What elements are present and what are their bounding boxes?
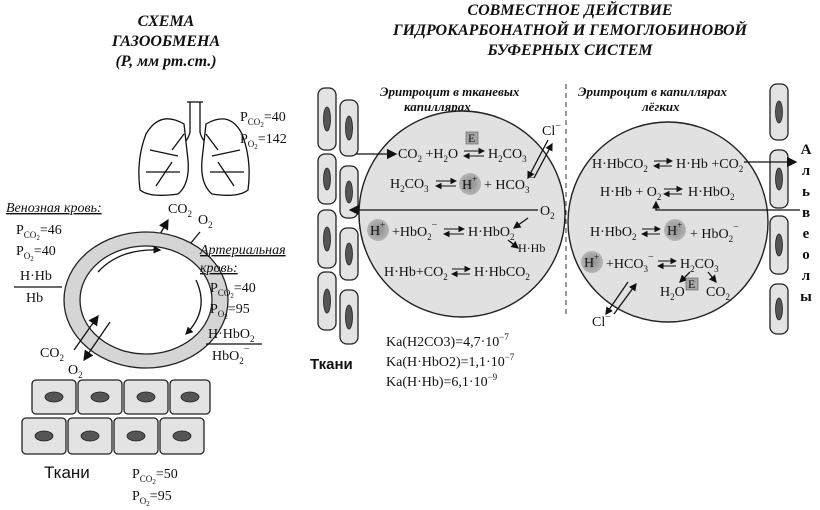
tissue-erythrocyte (358, 110, 566, 318)
proton-spot-1 (459, 173, 481, 195)
eq-l1-product: H·Hb +CO2 (676, 157, 743, 174)
ka-h2co3: Ka(H2CO3)=4,7·10−7 (386, 332, 509, 350)
alveoli-vertical-label: А л ь в е о л ы (800, 142, 812, 305)
arterial-pco2: PCO2=40 (210, 281, 256, 300)
venous-hhb: H·Hb (20, 269, 52, 284)
co2-product: CO2 (706, 285, 730, 302)
venous-pco2: PCO2=46 (16, 223, 62, 242)
proton-spot-2 (367, 219, 389, 241)
svg-text:в: в (802, 205, 810, 221)
svg-text:о: о (802, 247, 810, 263)
eq-t4: H·Hb+CO2 (384, 265, 448, 282)
lungs-pco2: PCO2=40 (240, 110, 286, 129)
cl-tissue: Cl− (542, 121, 561, 139)
left-title-line1: СХЕМА (138, 13, 195, 30)
enzyme-label-2: E (688, 277, 695, 291)
eq-l3-product: + HbO2− (690, 222, 739, 244)
svg-text:е: е (803, 226, 810, 242)
tissue-eryth-label-1: Эритроцит в тканевых (380, 84, 520, 99)
left-title-line3: (Р, мм рт.ст.) (115, 53, 216, 70)
eq-arrows-l3 (640, 225, 662, 238)
proton-spot-3 (664, 219, 686, 241)
right-title-line2: ГИДРОКАРБОНАТНОЙ И ГЕМОГЛОБИНОВОЙ (392, 20, 748, 39)
left-title-line2: ГАЗООБМЕНА (111, 33, 221, 50)
eq-arrows-l4 (656, 257, 678, 270)
eq-t1: CO2 +H2O (398, 147, 458, 164)
eq-l2-product: H·HbO2 (688, 185, 735, 202)
tissues-pco2: PCO2=50 (132, 467, 178, 486)
eq-t2: H2CO3 (390, 177, 429, 194)
tissue-cells-grid (21, 379, 211, 455)
co2-in-arrow (73, 314, 99, 351)
eq-t3-product: H·HbO2 (468, 225, 515, 242)
proton-spot-4 (581, 251, 603, 273)
o2-out-arrow (83, 321, 111, 362)
eq-arrows-3 (442, 225, 466, 238)
svg-text:А: А (801, 142, 812, 158)
o2-split-arrow (512, 217, 529, 229)
blood-vessel-ring (63, 231, 229, 369)
cl-in-arrow (527, 139, 549, 180)
arterial-hhbo2: H·HbO2 (208, 327, 255, 344)
arterial-label-1: Артериальная (199, 243, 286, 258)
eq-l1: H·HbCO2 (592, 157, 648, 174)
lungs-po2: PO2=142 (240, 132, 287, 151)
enzyme-box-2 (685, 277, 699, 291)
right-title-line1: СОВМЕСТНОЕ ДЕЙСТВИЕ (467, 0, 672, 19)
cl-lung: Cl− (592, 312, 611, 330)
eq-arrows-l2 (662, 185, 684, 198)
arterial-label-2: кровь: (200, 261, 238, 276)
venous-hb: Hb (26, 291, 43, 306)
ka-hhbo2: Ka(H·HbO2)=1,1·10−7 (386, 352, 515, 370)
svg-text:ь: ь (802, 184, 810, 200)
venous-po2: PO2=40 (16, 244, 56, 263)
o2-to-tissues-label: O2 (68, 363, 83, 380)
svg-text:ы: ы (800, 289, 812, 305)
bicarb-out-arrow (533, 142, 553, 179)
eq-l4-product: H2CO3 (680, 257, 719, 274)
eq-t1-product: H2CO3 (488, 147, 527, 164)
enzyme-box-1 (465, 131, 479, 145)
tissues-po2: PO2=95 (132, 489, 172, 508)
eq-t4-product: H·HbCO2 (474, 265, 530, 282)
lungs-icon (138, 101, 250, 196)
alveoli-cells (769, 83, 789, 335)
ka-hhb: Ka(H·Hb)=6,1·10−9 (386, 372, 498, 390)
lung-eryth-label-2: лёгких (641, 99, 680, 114)
eq-arrows-l1 (652, 157, 674, 170)
h2o-split-arrow (679, 271, 691, 283)
o2-from-lungs-label: O2 (198, 213, 213, 230)
tissue-eryth-label-2: капиллярах (404, 99, 471, 114)
eq-l2: H·Hb + O2 (600, 185, 661, 202)
lung-eryth-label-1: Эритроцит в капиллярах (578, 84, 727, 99)
eq-arrows-2 (434, 177, 458, 190)
enzyme-label-1: E (468, 131, 475, 145)
arterial-hbo2: HbO2− (212, 344, 250, 366)
right-tissues-label: Ткани (310, 356, 353, 373)
co2-from-tissues-label: CO2 (40, 346, 64, 363)
eq-l3: H·HbO2 (590, 225, 637, 242)
eq-l4: +HCO3− (606, 252, 654, 274)
venous-label: Венозная кровь: (6, 201, 102, 216)
h2o-product: H2O (660, 285, 685, 302)
right-title-line3: БУФЕРНЫХ СИСТЕМ (487, 42, 654, 59)
eq-arrows-4 (450, 265, 472, 278)
capillary-tissue-cells (317, 87, 359, 345)
left-tissues-label: Ткани (44, 463, 90, 482)
eq-t3: +HbO2− (392, 220, 438, 242)
hhb-arrow (507, 239, 520, 249)
eq-arrows-1 (462, 147, 486, 160)
cl-out-arrow (605, 281, 629, 316)
co2-to-lungs-label: CO2 (168, 202, 192, 219)
svg-text:л: л (802, 268, 811, 284)
svg-text:л: л (802, 163, 811, 179)
o2-from-alveoli-arrow (652, 200, 800, 211)
bicarb-in-arrow (613, 282, 637, 315)
hhb-product: H·Hb (518, 241, 545, 255)
co2-split-arrow (707, 271, 717, 284)
